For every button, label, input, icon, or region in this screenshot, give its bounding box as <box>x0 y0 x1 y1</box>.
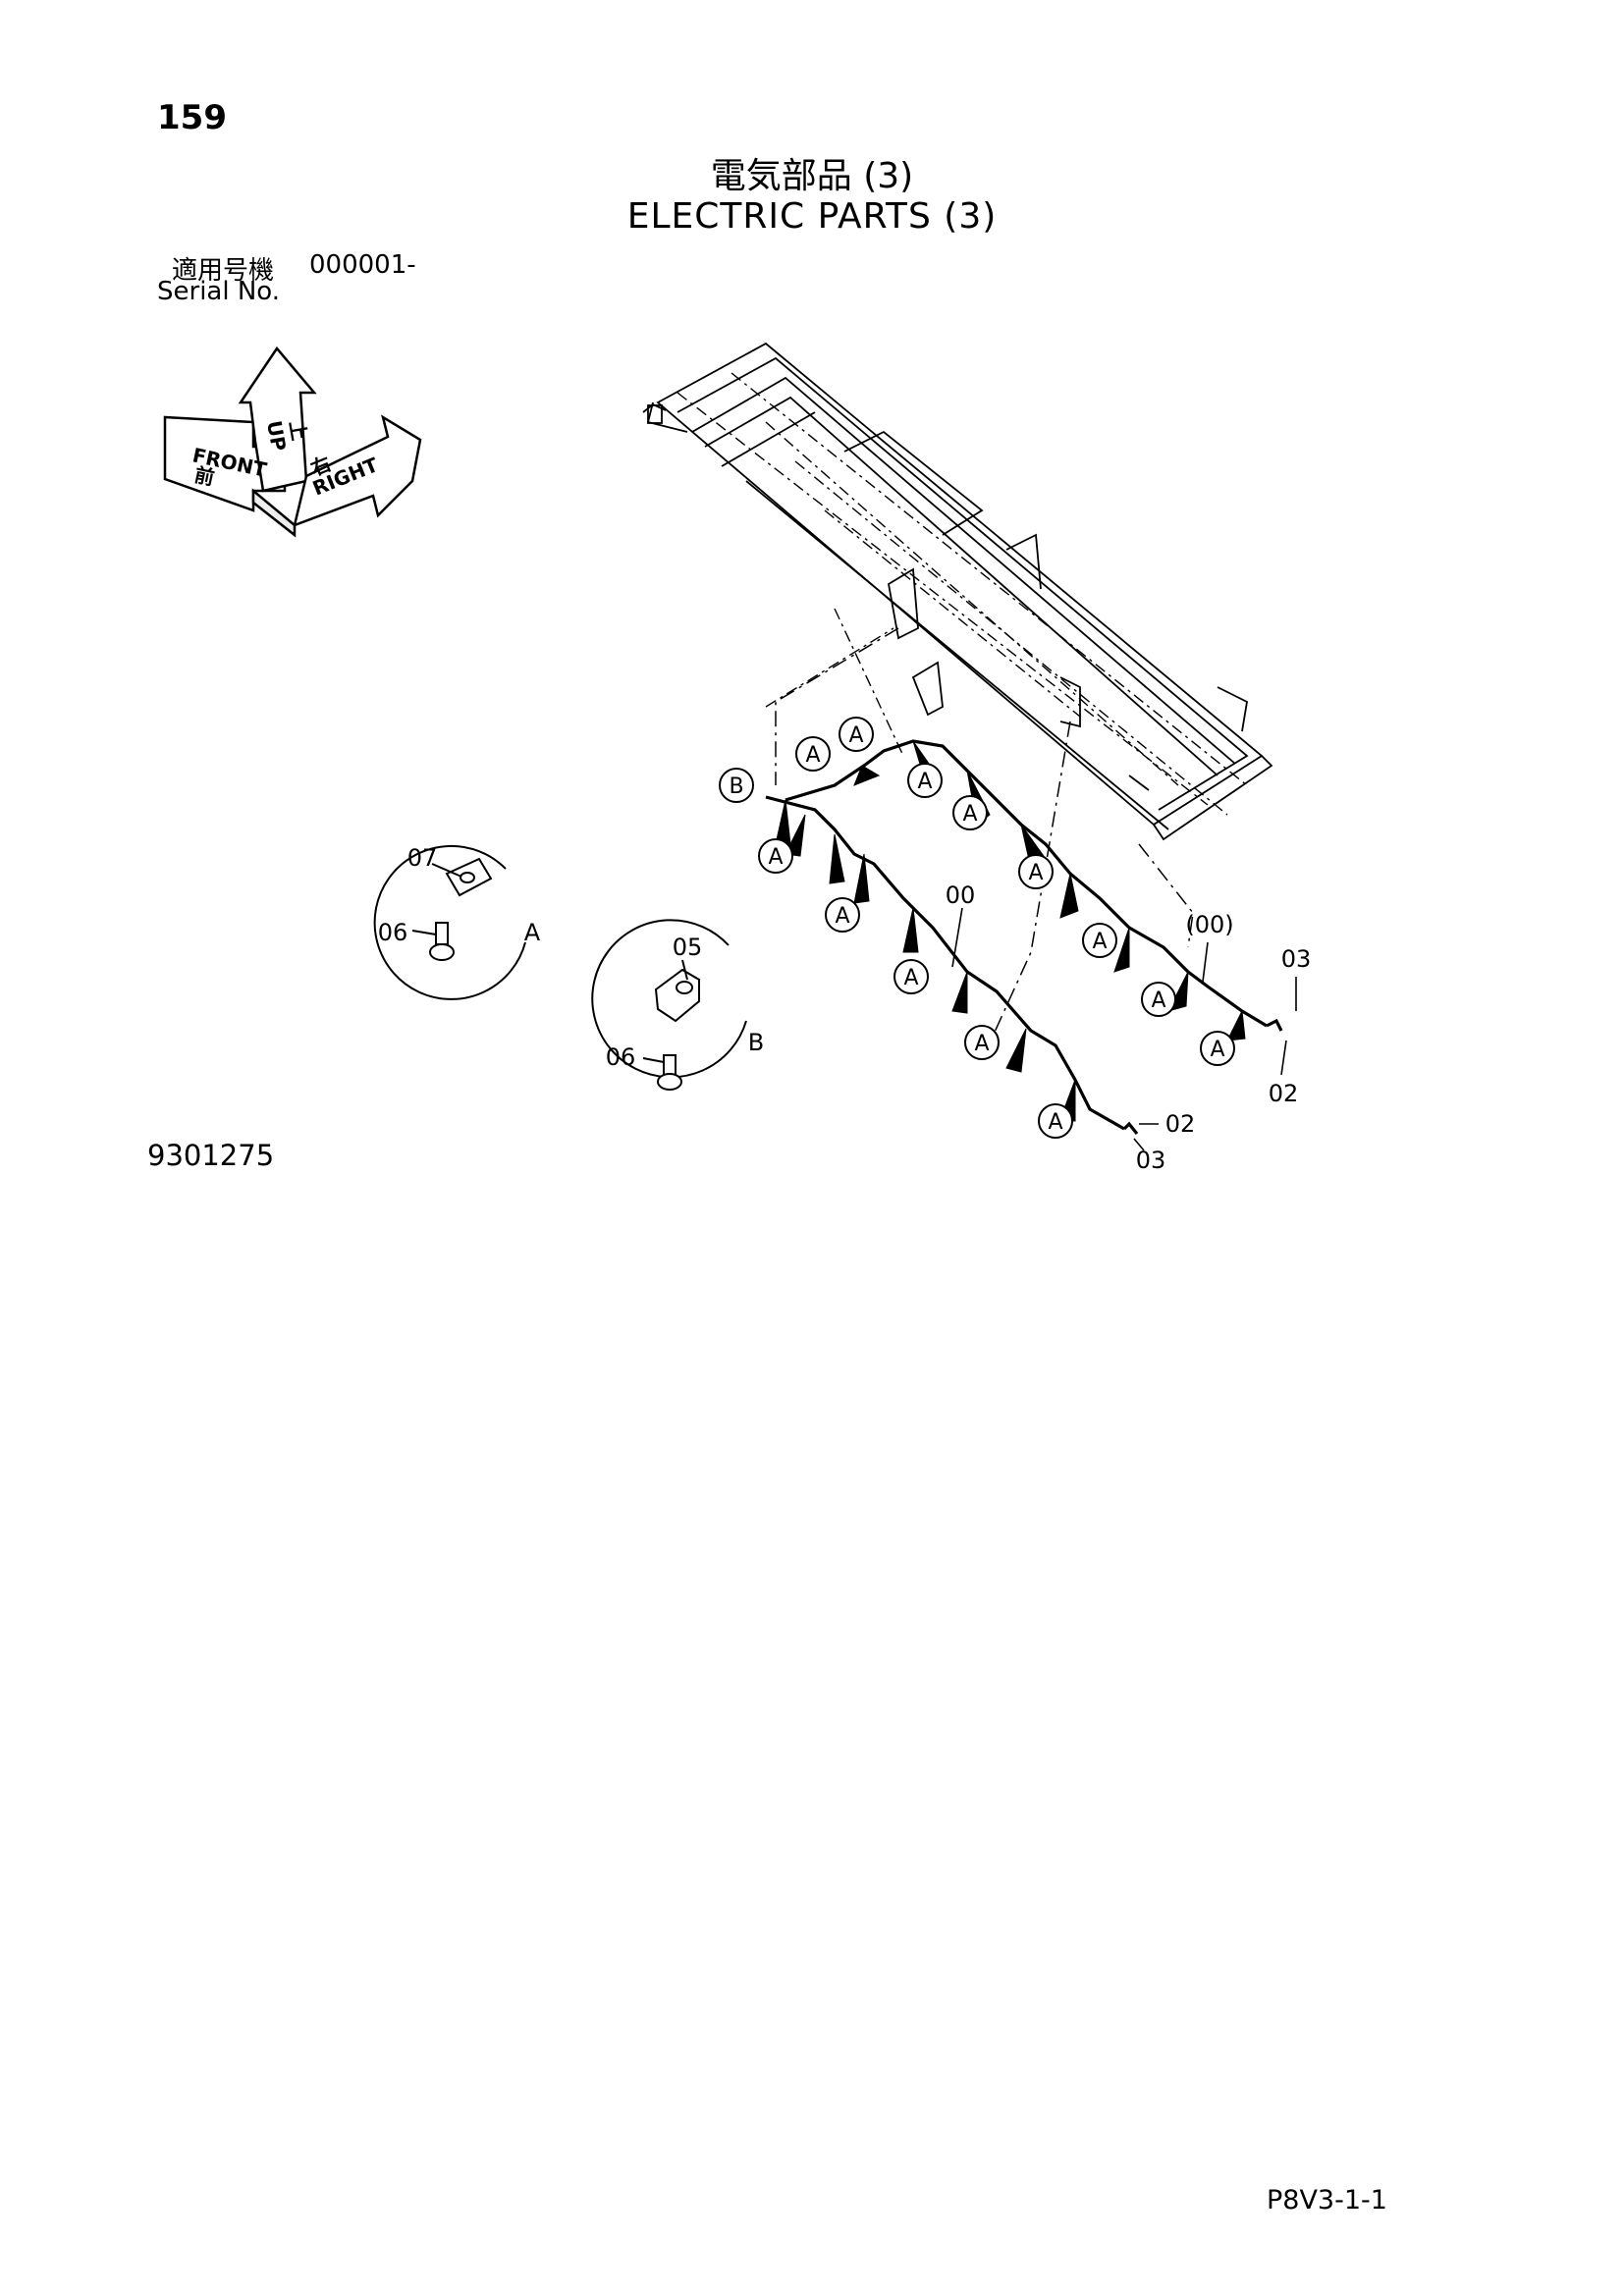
svg-text:A: A <box>835 904 849 929</box>
up-label-jp: 上 <box>285 419 311 443</box>
svg-text:A: A <box>848 723 863 748</box>
detail-label-a: A <box>524 919 541 946</box>
clamp-callout-b <box>719 768 754 803</box>
page-number: 159 <box>157 98 227 137</box>
clamp-callout-letters: B A A A A A A A A A A A A A <box>729 723 1224 1135</box>
serial-label: Serial No. <box>157 277 280 306</box>
orientation-indicator <box>163 346 422 538</box>
clamp-callout <box>839 717 874 752</box>
svg-text:A: A <box>903 966 918 990</box>
detail-view-a <box>373 844 526 1000</box>
part-06-callout: 06 <box>606 1043 636 1071</box>
svg-text:A: A <box>974 1032 989 1056</box>
clamp-callout <box>1018 854 1054 889</box>
clamp-callout <box>893 959 929 994</box>
harness-ref-callout: (00) <box>1185 911 1233 938</box>
clamp-callout <box>907 763 943 798</box>
page-title: ELECTRIC PARTS (3) <box>626 196 998 237</box>
page-title-jp: 電気部品 (3) <box>710 156 914 196</box>
svg-text:A: A <box>805 743 820 768</box>
svg-text:A: A <box>1210 1038 1224 1062</box>
part-02-callout: 02 <box>1165 1110 1196 1138</box>
clamp-callouts <box>719 717 1235 1139</box>
serial-value: 000001- <box>309 250 416 280</box>
clamp-callout <box>964 1025 1000 1060</box>
detail-label-b: B <box>748 1029 764 1056</box>
clamp-callout <box>1141 982 1176 1017</box>
svg-text:A: A <box>768 845 783 870</box>
svg-text:A: A <box>1048 1110 1062 1135</box>
svg-text:A: A <box>1151 988 1165 1013</box>
frame-hidden-lines <box>677 372 1248 816</box>
detail-view-b <box>591 919 747 1091</box>
svg-text:A: A <box>1092 930 1107 954</box>
frame-structure <box>642 342 1273 841</box>
part-03-callout: 03 <box>1136 1147 1166 1174</box>
figure-number: 9301275 <box>147 1139 275 1172</box>
clamp-callout <box>1038 1103 1073 1139</box>
part-03-callout: 03 <box>1281 945 1312 973</box>
svg-text:B: B <box>729 774 743 799</box>
serial-label-jp: 適用号機 <box>172 256 275 286</box>
clamp-callout <box>1200 1031 1235 1066</box>
wire-harness <box>765 739 1283 1135</box>
part-07-callout: 07 <box>407 844 438 872</box>
front-label-jp: 前 <box>192 462 217 490</box>
clamp-callout <box>1082 923 1117 958</box>
part-06-callout: 06 <box>378 919 408 946</box>
part-05-callout: 05 <box>673 934 703 961</box>
part-leaders <box>951 907 1297 1151</box>
leader-lines <box>775 627 1194 1061</box>
clamp-callout <box>795 736 831 772</box>
clamp-callout <box>825 897 860 933</box>
page-code: P8V3-1-1 <box>1267 2185 1387 2216</box>
clamp-callout <box>758 838 793 874</box>
harness-callout: 00 <box>946 881 976 909</box>
svg-text:A: A <box>917 770 932 794</box>
svg-text:A: A <box>962 802 977 827</box>
clamp-callout <box>952 795 988 830</box>
up-label: UP <box>262 419 291 454</box>
part-02-callout: 02 <box>1269 1080 1299 1107</box>
svg-text:A: A <box>1028 861 1043 885</box>
